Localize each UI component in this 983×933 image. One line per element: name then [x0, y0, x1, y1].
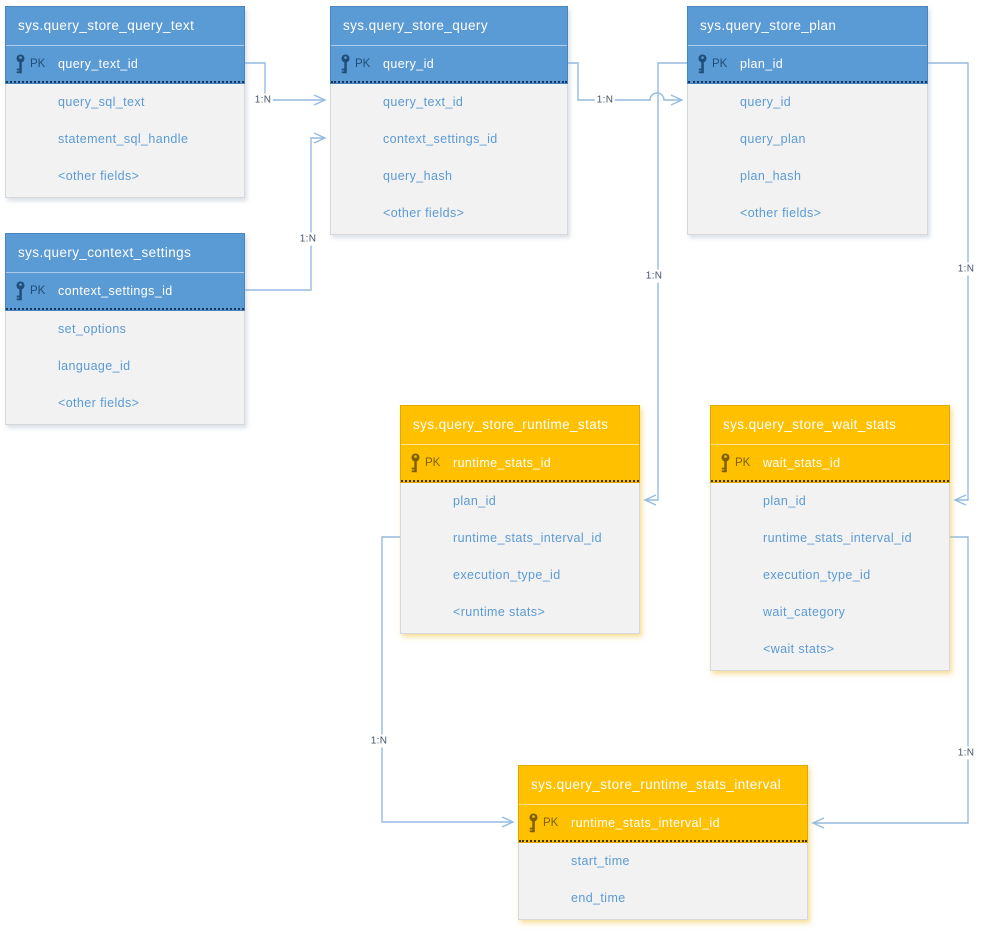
pk-row: PK runtime_stats_id: [401, 444, 639, 482]
field-row: runtime_stats_interval_id: [763, 531, 912, 545]
field-row: <other fields>: [58, 169, 140, 183]
field-row: query_id: [740, 95, 792, 109]
pk-field-name: query_id: [383, 56, 435, 71]
pk-label: PK: [712, 57, 728, 70]
cardinality-label: 1:N: [594, 93, 616, 107]
key-icon: [696, 54, 710, 74]
table-title: sys.query_store_query_text: [6, 7, 244, 45]
field-row: start_time: [571, 854, 630, 868]
key-icon: [14, 54, 28, 74]
pk-field-name: wait_stats_id: [763, 455, 841, 470]
field-row: query_hash: [383, 169, 453, 183]
table-title: sys.query_store_plan: [688, 7, 927, 45]
field-row: <other fields>: [740, 206, 822, 220]
pk-row: PK context_settings_id: [6, 272, 244, 310]
key-icon: [719, 453, 733, 473]
field-row: <wait stats>: [763, 642, 835, 656]
pk-label: PK: [735, 456, 751, 469]
pk-row: PK query_text_id: [6, 45, 244, 83]
cardinality-label: 1:N: [368, 734, 390, 748]
entity-query-store-query-text[interactable]: sys.query_store_query_text PK query_text…: [5, 6, 245, 198]
key-icon: [339, 54, 353, 74]
field-row: runtime_stats_interval_id: [453, 531, 602, 545]
field-row: query_plan: [740, 132, 806, 146]
field-row: context_settings_id: [383, 132, 498, 146]
pk-label: PK: [355, 57, 371, 70]
pk-row: PK runtime_stats_interval_id: [519, 804, 807, 842]
table-title: sys.query_store_query: [331, 7, 567, 45]
pk-row: PK wait_stats_id: [711, 444, 949, 482]
field-row: statement_sql_handle: [58, 132, 189, 146]
entity-query-context-settings[interactable]: sys.query_context_settings PK context_se…: [5, 233, 245, 425]
field-row: <runtime stats>: [453, 605, 546, 619]
connector-contextsettings-to-query[interactable]: [245, 132, 327, 291]
field-row: <other fields>: [58, 396, 140, 410]
field-row: query_sql_text: [58, 95, 145, 109]
field-row: language_id: [58, 359, 131, 373]
pk-field-name: runtime_stats_id: [453, 455, 552, 470]
field-row: plan_hash: [740, 169, 802, 183]
field-row: query_text_id: [383, 95, 464, 109]
cardinality-label: 1:N: [955, 262, 977, 276]
entity-query-store-runtime-stats-interval[interactable]: sys.query_store_runtime_stats_interval P…: [518, 765, 808, 920]
key-icon: [14, 281, 28, 301]
field-row: plan_id: [763, 494, 807, 508]
pk-row: PK query_id: [331, 45, 567, 83]
pk-label: PK: [425, 456, 441, 469]
cardinality-label: 1:N: [955, 746, 977, 760]
cardinality-label: 1:N: [643, 269, 665, 283]
key-icon: [409, 453, 423, 473]
field-row: set_options: [58, 322, 127, 336]
field-row: <other fields>: [383, 206, 465, 220]
cardinality-label: 1:N: [252, 93, 274, 107]
table-title: sys.query_store_runtime_stats_interval: [519, 766, 807, 804]
key-icon: [527, 813, 541, 833]
pk-field-name: runtime_stats_interval_id: [571, 815, 720, 830]
field-row: wait_category: [763, 605, 846, 619]
pk-label: PK: [30, 57, 46, 70]
field-row: end_time: [571, 891, 626, 905]
entity-query-store-runtime-stats[interactable]: sys.query_store_runtime_stats PK runtime…: [400, 405, 640, 634]
table-title: sys.query_context_settings: [6, 234, 244, 272]
pk-field-name: context_settings_id: [58, 283, 173, 298]
pk-field-name: plan_id: [740, 56, 784, 71]
table-title: sys.query_store_runtime_stats: [401, 406, 639, 444]
field-row: execution_type_id: [763, 568, 871, 582]
entity-query-store-query[interactable]: sys.query_store_query PK query_id query_…: [330, 6, 568, 235]
pk-label: PK: [30, 284, 46, 297]
table-title: sys.query_store_wait_stats: [711, 406, 949, 444]
entity-query-store-wait-stats[interactable]: sys.query_store_wait_stats PK wait_stats…: [710, 405, 950, 671]
pk-label: PK: [543, 816, 559, 829]
entity-query-store-plan[interactable]: sys.query_store_plan PK plan_id query_id…: [687, 6, 928, 235]
pk-field-name: query_text_id: [58, 56, 139, 71]
field-row: execution_type_id: [453, 568, 561, 582]
field-row: plan_id: [453, 494, 497, 508]
cardinality-label: 1:N: [297, 232, 319, 246]
connector-query-to-plan[interactable]: [568, 62, 684, 106]
pk-row: PK plan_id: [688, 45, 927, 83]
